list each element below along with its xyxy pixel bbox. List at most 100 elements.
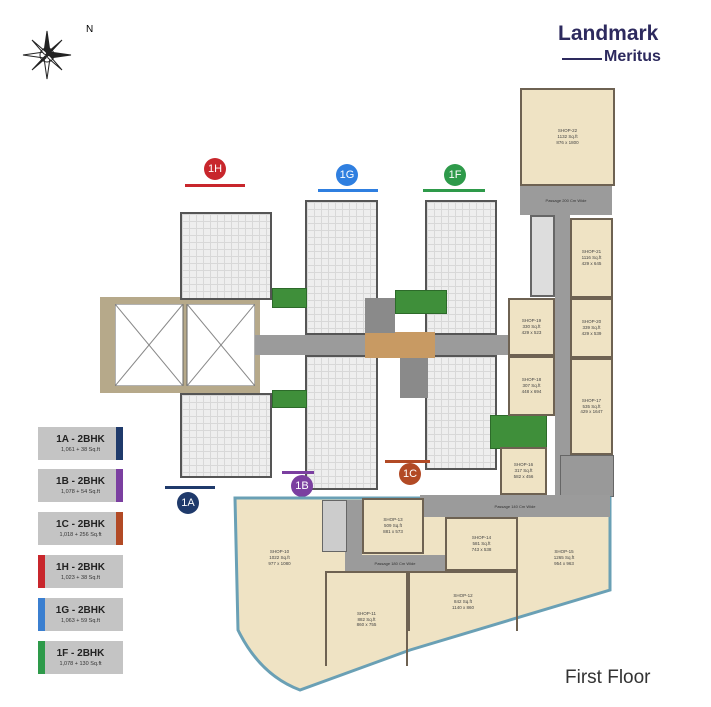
shop-dims: 582 x 456 xyxy=(513,473,534,479)
shop-area: 509 Sq.ft xyxy=(383,523,402,529)
shop-dims: 448 x 694 xyxy=(521,388,542,394)
shop-dims: 954 x 963 xyxy=(554,560,574,566)
tag-line-1g xyxy=(318,189,378,192)
legend-area: 1,078 + 54 Sq.ft xyxy=(61,489,100,495)
shop-dims: 429 x 523 xyxy=(521,329,542,335)
shop-area: 330 Sq.ft xyxy=(522,324,541,330)
legend-item-1c: 1C - 2BHK 1,018 + 256 Sq.ft xyxy=(38,512,123,545)
passage-label: Passage 200 Cm Wide xyxy=(545,197,587,203)
tag-line-1f xyxy=(423,189,485,192)
toilet-block xyxy=(530,215,555,297)
passage-vertical xyxy=(555,215,570,500)
shop-area: 882 Sq.ft xyxy=(357,616,376,622)
apartment-1a[interactable] xyxy=(180,393,272,478)
shop-name: SHOP-18 xyxy=(521,377,542,383)
apartment-1c[interactable] xyxy=(425,355,497,470)
shop-area: 1265 Sq.ft xyxy=(553,555,575,561)
legend-title: 1H - 2BHK xyxy=(56,562,105,573)
shop-name: SHOP-15 xyxy=(554,549,574,555)
shop-name: SHOP-21 xyxy=(581,249,602,255)
shop-area: 317 Sq.ft xyxy=(514,468,533,474)
legend-title: 1C - 2BHK xyxy=(56,519,105,530)
shop-area: 307 Sq.ft xyxy=(522,383,541,389)
unit-tag-1c: 1C xyxy=(399,463,421,485)
passage-mid: Passage 180 Cm Wide xyxy=(345,555,445,571)
legend-color-bar xyxy=(38,598,45,631)
tag-line-1b xyxy=(282,471,314,474)
legend-area: 1,023 + 38 Sq.ft xyxy=(61,575,100,581)
shop-area: 1116 Sq.ft xyxy=(581,255,602,261)
shop-dims: 1140 x 860 xyxy=(452,604,474,610)
unit-tag-1g: 1G xyxy=(336,164,358,186)
legend-title: 1G - 2BHK xyxy=(55,605,106,616)
lift-lobby xyxy=(365,332,435,358)
shop-name: SHOP-20 xyxy=(581,319,602,325)
shop-dims: 429 x 1647 xyxy=(580,409,603,415)
unit-tag-1f: 1F xyxy=(444,164,466,186)
legend-area: 1,063 + 59 Sq.ft xyxy=(61,618,100,624)
shop-name: SHOP-12 xyxy=(453,593,473,599)
north-label: N xyxy=(86,24,94,35)
apartment-1h[interactable] xyxy=(180,212,272,300)
shop-name: SHOP-17 xyxy=(581,397,602,403)
brand-underline xyxy=(562,58,602,60)
staircase-top xyxy=(365,298,395,333)
apartment-1f[interactable] xyxy=(425,200,497,335)
shop-dims: 429 x 539 xyxy=(581,330,602,336)
legend-item-1b: 1B - 2BHK 1,078 + 54 Sq.ft xyxy=(38,469,123,502)
unit-tag-1a: 1A xyxy=(177,492,199,514)
void-cutouts xyxy=(115,304,255,386)
legend-color-bar xyxy=(116,427,123,460)
passage-label: Passage 180 Cm Wide xyxy=(374,560,416,566)
apartment-1b[interactable] xyxy=(305,355,378,490)
shop-name: SHOP-13 xyxy=(383,517,403,523)
shop-name: SHOP-19 xyxy=(521,318,542,324)
shop-name: SHOP-22 xyxy=(557,128,578,134)
terrace-1h xyxy=(272,288,307,308)
shop-area: 535 Sq.ft xyxy=(582,403,601,409)
unit-tag-1h: 1H xyxy=(204,158,226,180)
unit-tag-1b: 1B xyxy=(291,475,313,497)
passage-label: Passage 140 Cm Wide xyxy=(494,503,536,509)
legend-area: 1,018 + 256 Sq.ft xyxy=(59,532,102,538)
passage-top: Passage 200 Cm Wide xyxy=(520,185,612,215)
legend-color-bar xyxy=(116,469,123,502)
shop-dims: 429 x 645 xyxy=(581,260,602,266)
tag-line-1h xyxy=(185,184,245,187)
legend-item-1a: 1A - 2BHK 1,061 + 38 Sq.ft xyxy=(38,427,123,460)
shop-area: 842 Sq.ft xyxy=(453,599,472,605)
shop-dims: 860 x 755 xyxy=(356,622,377,628)
shop-name: SHOP-11 xyxy=(357,610,376,616)
terrace-1c xyxy=(490,415,547,449)
shop-area: 1022 Sq.ft xyxy=(269,555,290,561)
legend-area: 1,061 + 38 Sq.ft xyxy=(61,447,100,453)
passage-bottom-right: Passage 140 Cm Wide xyxy=(420,495,610,517)
tag-line-1a xyxy=(165,486,215,489)
compass-rose-icon xyxy=(22,30,72,80)
apartment-1g[interactable] xyxy=(305,200,378,335)
shop-area: 1132 Sq.ft xyxy=(557,134,578,140)
shop-name: SHOP-10 xyxy=(269,549,290,555)
shop-name: SHOP-14 xyxy=(471,535,492,541)
legend-title: 1B - 2BHK xyxy=(56,476,105,487)
legend-title: 1A - 2BHK xyxy=(56,434,105,445)
legend-item-1g: 1G - 2BHK 1,063 + 59 Sq.ft xyxy=(38,598,123,631)
washroom-block xyxy=(322,500,347,552)
shop-area: 339 Sq.ft xyxy=(582,325,601,331)
tag-line-1c xyxy=(385,460,430,463)
